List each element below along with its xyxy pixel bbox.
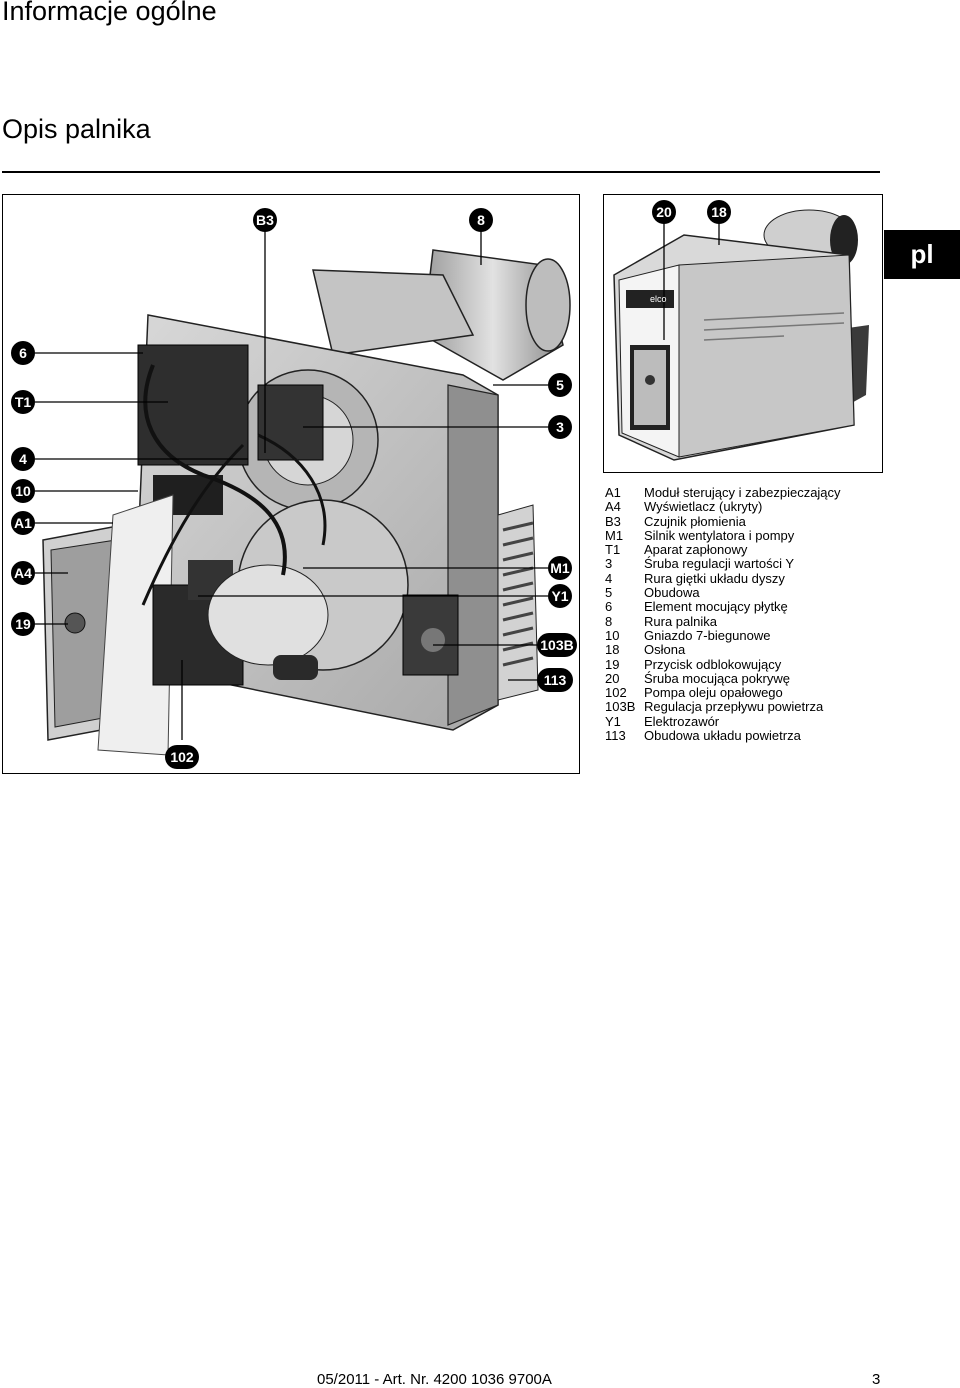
svg-text:5: 5: [556, 377, 564, 393]
page-number: 3: [872, 1371, 881, 1388]
burner-cover-illustration: elco 20 18: [603, 194, 883, 473]
callout-19: 19: [11, 612, 35, 636]
svg-text:3: 3: [556, 419, 564, 435]
callout-113: 113: [537, 668, 573, 692]
svg-text:8: 8: [477, 212, 485, 228]
svg-text:18: 18: [711, 204, 727, 220]
svg-text:102: 102: [170, 749, 194, 765]
cover-drawing: elco: [613, 209, 869, 461]
svg-text:A4: A4: [14, 565, 32, 581]
callout-6: 6: [11, 341, 35, 365]
callout-A1: A1: [11, 511, 35, 535]
svg-text:20: 20: [656, 204, 672, 220]
svg-text:4: 4: [19, 451, 27, 467]
svg-text:10: 10: [15, 483, 31, 499]
cover-brand-label: elco: [650, 294, 667, 304]
callout-B3: B3: [253, 208, 277, 232]
burner-drawing: [35, 230, 571, 756]
callout-3: 3: [548, 415, 572, 439]
svg-text:113: 113: [544, 672, 567, 688]
callout-8: 8: [469, 208, 493, 232]
svg-text:19: 19: [15, 616, 31, 632]
cover-callouts: 20 18: [652, 200, 731, 224]
footer-reference: 05/2011 - Art. Nr. 4200 1036 9700A: [317, 1371, 552, 1388]
callout-5: 5: [548, 373, 572, 397]
svg-text:6: 6: [19, 345, 27, 361]
section-divider: [2, 171, 880, 173]
callout-18: 18: [707, 200, 731, 224]
svg-text:B3: B3: [256, 212, 274, 228]
svg-text:T1: T1: [15, 394, 32, 410]
callout-A4: A4: [11, 561, 35, 585]
section-title: Opis palnika: [2, 114, 151, 144]
callout-102: 102: [165, 745, 199, 769]
callout-M1: M1: [548, 556, 572, 580]
svg-text:M1: M1: [550, 560, 570, 576]
callout-20: 20: [652, 200, 676, 224]
svg-text:A1: A1: [14, 515, 32, 531]
callout-Y1: Y1: [548, 584, 572, 608]
callout-4: 4: [11, 447, 35, 471]
language-tab: pl: [884, 230, 960, 279]
callout-103B: 103B: [537, 633, 577, 657]
main-callouts: B3 8 6 T1 5 3 4 10 A1 A4 M1 Y1 19 103B 1…: [11, 208, 577, 769]
page-header-title: Informacje ogólne: [2, 0, 217, 26]
svg-text:Y1: Y1: [551, 588, 568, 604]
callout-T1: T1: [11, 390, 35, 414]
burner-illustration: B3 8 6 T1 5 3 4 10 A1 A4 M1 Y1 19 103B 1…: [2, 194, 580, 774]
callout-10: 10: [11, 479, 35, 503]
svg-text:103B: 103B: [540, 637, 573, 653]
